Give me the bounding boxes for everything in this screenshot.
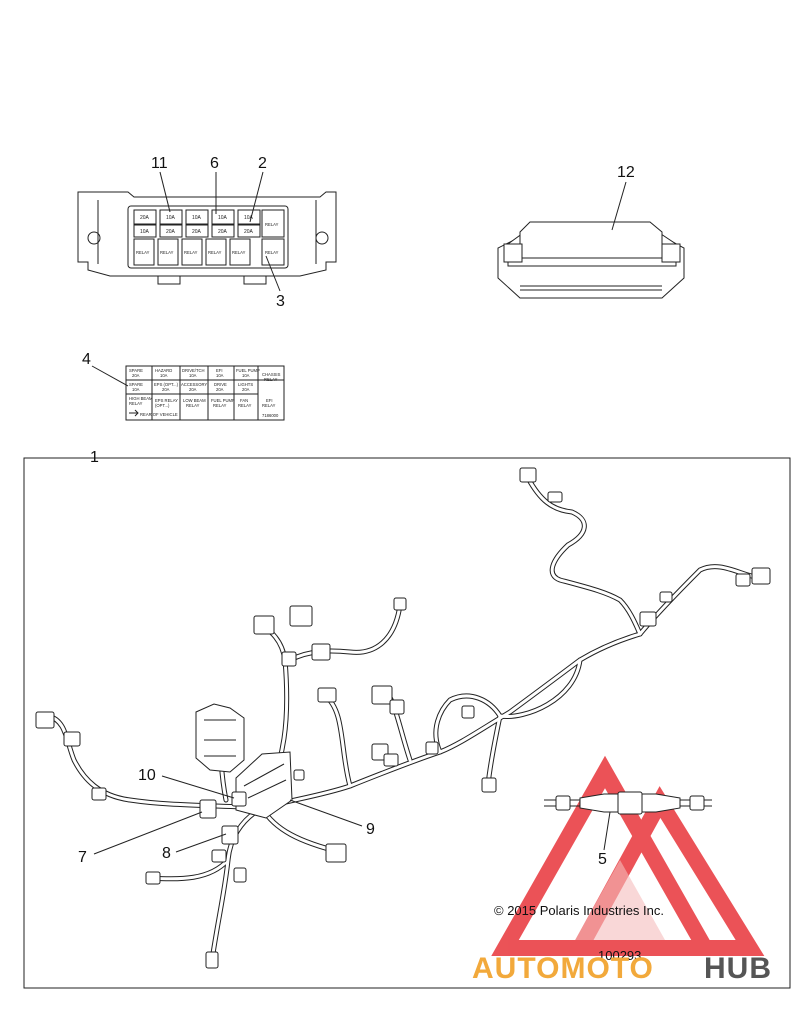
decal-cell: 20A	[162, 387, 170, 392]
fuse-decal: SPARE 20A HAZARD 10A DRIVE/TCH 10A EFI 1…	[125, 365, 285, 421]
callout-10: 10	[138, 767, 156, 784]
decal-cell: FUEL PUMP	[211, 398, 235, 403]
relay-label: RELAY	[265, 250, 279, 255]
callout-9: 9	[366, 821, 375, 838]
decal-cell: 20A	[242, 387, 250, 392]
decal-cell: RELAY	[213, 403, 227, 408]
decal-cell: CHASSIS	[262, 372, 281, 377]
watermark-text-hub: HUB	[704, 952, 772, 985]
decal-cell: ACCESSORY	[181, 382, 207, 387]
relay-label: RELAY	[184, 250, 198, 255]
fuse-label: 10A	[192, 215, 202, 221]
decal-cell: LIGHTS	[238, 382, 253, 387]
fuse-label: 20A	[140, 215, 150, 221]
watermark-text-auto: AUTOMOTO	[472, 952, 654, 985]
relay-label: RELAY	[265, 222, 279, 227]
decal-cell: RELAY	[186, 403, 200, 408]
decal-cell: DRIVE/TCH	[182, 368, 205, 373]
decal-cell: HIGH BEAM	[129, 396, 153, 401]
wiring-harness	[35, 467, 771, 969]
decal-cell: 20A	[216, 387, 224, 392]
fuse-label: 10A	[244, 215, 254, 221]
decal-part-number: 7186000	[262, 413, 279, 418]
decal-cell: RELAY	[262, 403, 276, 408]
fuse-label: 20A	[218, 229, 228, 235]
diagram-id: 100293	[598, 948, 641, 963]
decal-cell: 10A	[132, 387, 140, 392]
fuse-label: 10A	[166, 215, 176, 221]
relay-label: RELAY	[160, 250, 174, 255]
decal-cell: 10A	[189, 373, 197, 378]
decal-cell: EPS RELAY	[155, 398, 178, 403]
decal-cell: EFI	[216, 368, 223, 373]
decal-note: REAR OF VEHICLE	[140, 412, 178, 417]
fuse-label: 10A	[140, 229, 150, 235]
decal-cell: 10A	[216, 373, 224, 378]
relay-label: RELAY	[136, 250, 150, 255]
decal-cell: 20A	[132, 373, 140, 378]
fuse-row-top: 20A 10A 10A 10A 10A	[133, 209, 261, 225]
callout-1: 1	[90, 449, 99, 466]
decal-cell: SPARE	[129, 382, 143, 387]
decal-cell: DRIVE	[214, 382, 227, 387]
decal-cell: 10A	[160, 373, 168, 378]
fuse-label: 20A	[166, 229, 176, 235]
callout-2: 2	[258, 155, 267, 172]
decal-cell: (OPT...)	[155, 403, 170, 408]
callout-8: 8	[162, 845, 171, 862]
callout-3: 3	[276, 293, 285, 310]
decal-cell: SPARE	[129, 368, 143, 373]
fuse-label: 10A	[218, 215, 228, 221]
decal-cell: LOW BEAM	[183, 398, 206, 403]
decal-cell: EFI	[266, 398, 273, 403]
callout-7: 7	[78, 849, 87, 866]
harness-frame	[23, 457, 791, 989]
decal-cell: 10A	[242, 373, 250, 378]
callout-6: 6	[210, 155, 219, 172]
relay-label: RELAY	[232, 250, 246, 255]
fuse-label: 20A	[244, 229, 254, 235]
decal-cell: HAZARD	[155, 368, 172, 373]
decal-cell: FAN	[240, 398, 248, 403]
decal-cell: FUEL PUMP	[236, 368, 260, 373]
callout-5: 5	[598, 851, 607, 868]
decal-cell: EPS (OPT...)	[154, 382, 179, 387]
decal-cell: RELAY	[238, 403, 252, 408]
decal-cell: 20A	[189, 387, 197, 392]
inline-fuse-holder	[544, 791, 712, 815]
relay-label: RELAY	[208, 250, 222, 255]
decal-cell: RELAY	[129, 401, 143, 406]
callout-11: 11	[151, 155, 168, 172]
watermark-logo	[491, 755, 765, 956]
fuse-row-mid: 10A 20A 20A 20A 20A	[133, 224, 261, 238]
fuse-box: 20A 10A 10A 10A 10A 10A 20A 20A 20A 20A …	[77, 191, 337, 285]
callout-12: 12	[617, 164, 635, 181]
decal-cell: RELAY	[264, 377, 278, 382]
fuse-box-cover	[497, 221, 685, 299]
callout-4: 4	[82, 351, 91, 368]
fuse-label: 20A	[192, 229, 202, 235]
copyright-text: © 2015 Polaris Industries Inc.	[494, 903, 664, 918]
